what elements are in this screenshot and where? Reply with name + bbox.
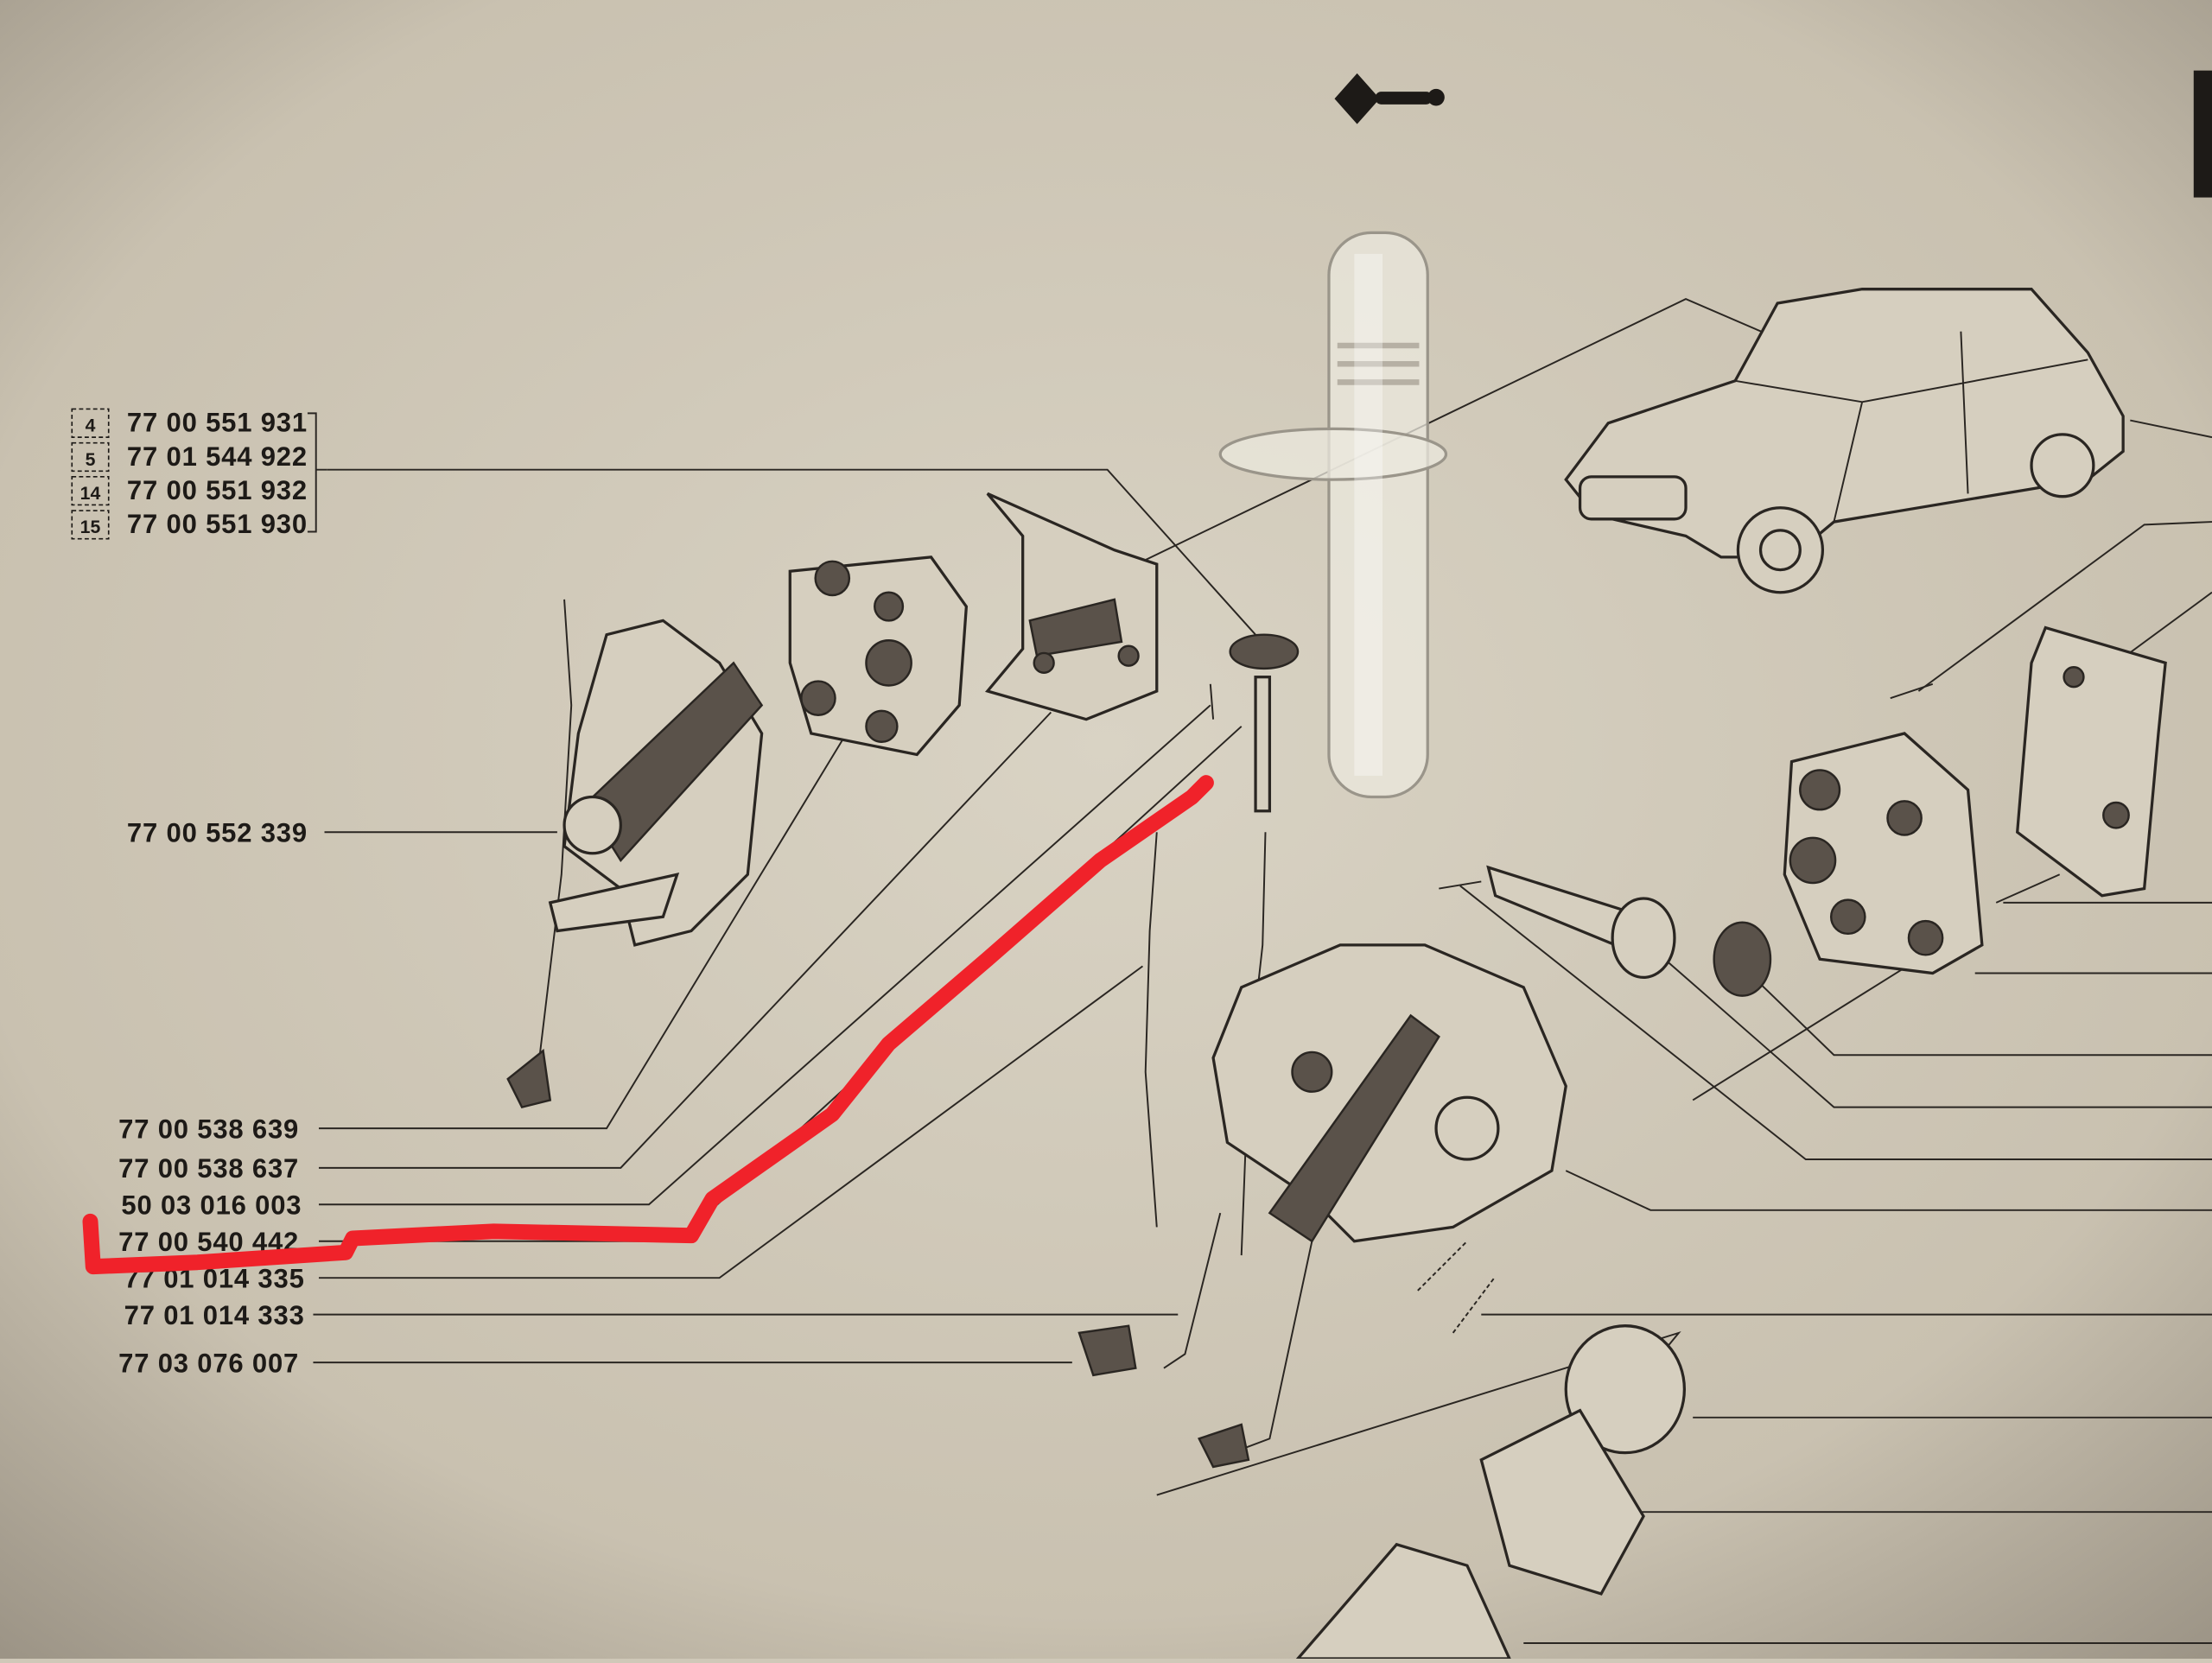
right-backing-plate — [1783, 732, 1984, 975]
group-part-number: 77 00 551 932 — [127, 475, 308, 505]
group-part-number: 77 01 544 922 — [127, 441, 308, 472]
seal-washer — [1229, 633, 1300, 670]
ref-badge-4: 4 — [71, 408, 110, 438]
svg-text:5: 5 — [86, 450, 96, 470]
left-backing-plate — [788, 555, 969, 757]
plastic-lock-sleeve — [1218, 231, 1448, 799]
part-label: 77 00 552 339 — [127, 818, 308, 848]
car-illustration — [1564, 288, 2125, 594]
svg-text:14: 14 — [80, 484, 101, 504]
red-highlight-marker — [82, 775, 1214, 1275]
svg-text:15: 15 — [80, 517, 101, 537]
lock-cylinder — [1439, 865, 1772, 997]
group-part-number: 77 00 551 931 — [127, 408, 308, 438]
left-cover-plate — [984, 492, 1159, 721]
screw — [1209, 683, 1215, 720]
group-labels: 4 77 00 551 931 5 77 01 544 922 14 77 00… — [71, 408, 1256, 636]
part-label: 77 01 014 333 — [124, 1300, 305, 1330]
left-lock-mechanism — [506, 599, 764, 1109]
group-part-number: 77 00 551 930 — [127, 509, 308, 539]
svg-text:4: 4 — [86, 416, 96, 436]
springs — [1417, 1241, 1497, 1334]
ref-badge-15: 15 — [71, 510, 110, 540]
ref-badge-14: 14 — [71, 476, 110, 506]
page-edge-mark — [2193, 70, 2212, 198]
part-label: 50 03 016 003 — [121, 1190, 302, 1221]
right-cover-plate — [1890, 625, 2167, 904]
lock-rod — [1144, 676, 1272, 1256]
part-label: 77 00 538 637 — [118, 1153, 299, 1184]
part-label: 77 00 538 639 — [118, 1114, 299, 1145]
part-label: 77 03 076 007 — [118, 1349, 299, 1379]
ref-badge-5: 5 — [71, 441, 110, 473]
key-icon — [1334, 73, 1445, 124]
part-labels: 77 00 552 339 77 00 538 639 77 00 538 63… — [118, 818, 308, 1379]
right-lock-mechanism — [1077, 943, 1567, 1469]
